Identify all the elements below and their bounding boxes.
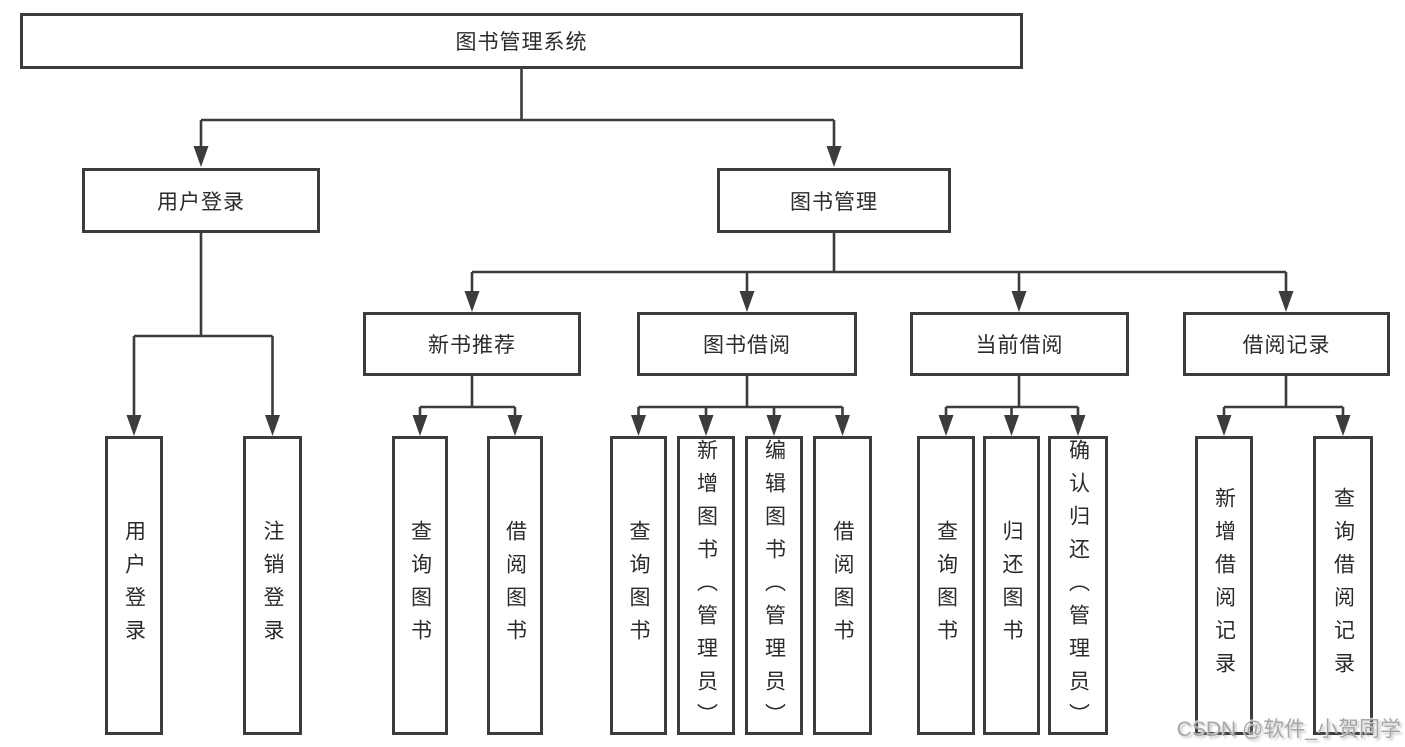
leaf-label: 编辑图书（管理员） [762, 439, 786, 736]
leaf-return-book: 归还图书 [983, 436, 1040, 735]
leaf-label: 借阅图书 [503, 519, 527, 652]
leaf-label: 确认归还（管理员） [1066, 439, 1090, 736]
leaf-add-book-admin: 新增图书（管理员） [677, 436, 735, 736]
leaf-label: 查询图书 [627, 519, 650, 652]
leaf-user-login: 用户登录 [105, 436, 163, 735]
leaf-label: 用户登录 [122, 519, 146, 652]
leaf-label: 查询借阅记录 [1331, 486, 1355, 685]
node-borrowing-records: 借阅记录 [1183, 312, 1390, 376]
leaf-query-books-current: 查询图书 [917, 436, 975, 735]
leaf-label: 新增借阅记录 [1212, 486, 1236, 685]
node-library-management-system: 图书管理系统 [20, 13, 1023, 69]
node-book-borrowing: 图书借阅 [637, 312, 857, 376]
leaf-label: 借阅图书 [831, 519, 854, 652]
leaf-query-borrow-record: 查询借阅记录 [1313, 436, 1373, 735]
leaf-borrow-books-recommend: 借阅图书 [487, 436, 543, 735]
leaf-add-borrow-record: 新增借阅记录 [1195, 436, 1253, 735]
node-new-book-recommendation: 新书推荐 [363, 312, 581, 376]
node-book-management: 图书管理 [717, 168, 951, 233]
leaf-label: 查询图书 [934, 519, 958, 652]
leaf-borrow-books: 借阅图书 [813, 436, 872, 735]
leaf-query-books-recommend: 查询图书 [392, 436, 448, 735]
csdn-watermark: CSDN @软件_小贺同学 [1176, 718, 1401, 741]
leaf-label: 归还图书 [1000, 519, 1023, 652]
node-user-login-branch: 用户登录 [82, 168, 320, 233]
leaf-label: 查询图书 [408, 519, 432, 652]
node-current-borrowing: 当前借阅 [910, 312, 1129, 376]
leaf-edit-book-admin: 编辑图书（管理员） [745, 436, 803, 736]
leaf-logout: 注销登录 [243, 436, 302, 735]
leaf-label: 注销登录 [261, 519, 284, 652]
leaf-confirm-return-admin: 确认归还（管理员） [1048, 436, 1108, 736]
leaf-label: 新增图书（管理员） [694, 439, 718, 736]
leaf-query-books-borrowing: 查询图书 [610, 436, 667, 735]
